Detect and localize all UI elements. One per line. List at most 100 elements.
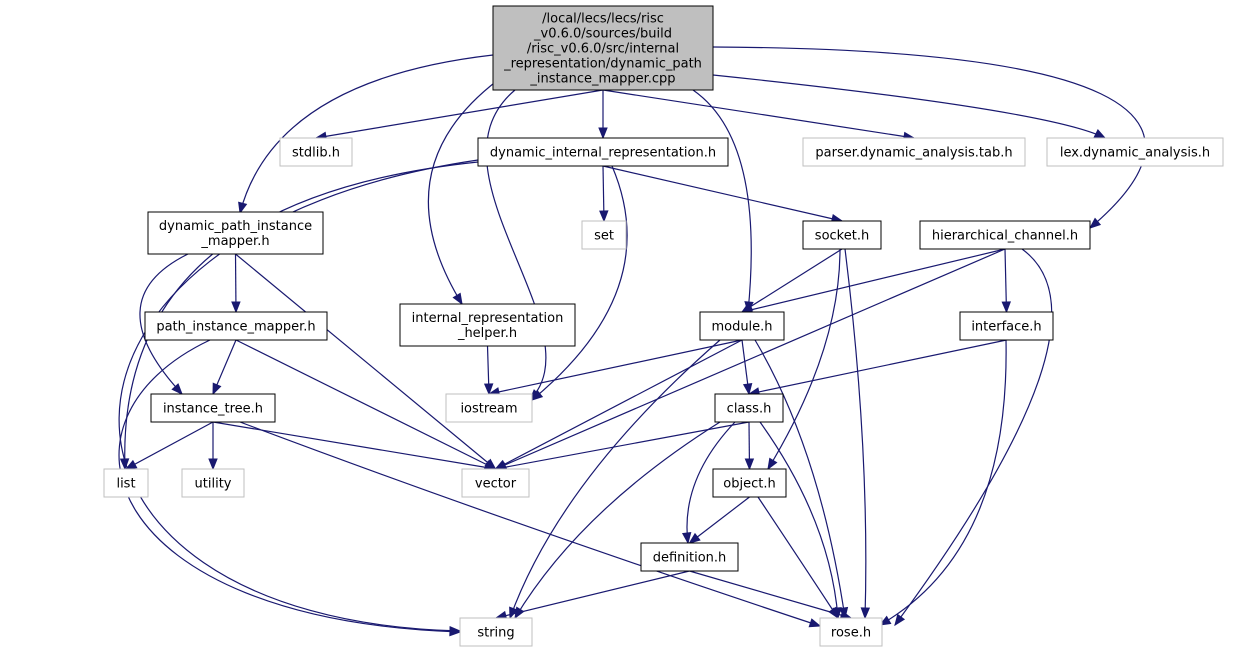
node-box <box>150 393 276 423</box>
edge-dynamic_internal_representation-to-socket <box>602 165 844 224</box>
edge-class-to-vector <box>494 421 750 472</box>
node-parser: parser.dynamic_analysis.tab.h <box>802 137 1026 167</box>
node-label: instance_tree.h <box>163 402 263 417</box>
node-box <box>802 220 882 250</box>
node-label: _v0.6.0/sources/build <box>533 27 672 42</box>
edge-instance_tree-to-rose <box>239 421 822 628</box>
node-box <box>477 137 729 167</box>
edge-interface-to-class <box>747 339 1007 397</box>
node-box <box>279 137 353 167</box>
node-label: interface.h <box>971 320 1041 335</box>
edge-dynamic_path_instance_mapper-to-path_instance_mapper <box>231 253 241 314</box>
node-dynamic-internal-representation[interactable]: dynamic_internal_representation.h <box>477 137 729 167</box>
node-box <box>1046 137 1224 167</box>
node-label: class.h <box>727 402 772 417</box>
edge-dynamic_path_instance_mapper-to-vector <box>235 253 497 470</box>
node-instance-tree[interactable]: instance_tree.h <box>150 393 276 423</box>
node-label: /risc_v0.6.0/src/internal <box>527 42 679 57</box>
node-label: lex.dynamic_analysis.h <box>1060 146 1210 161</box>
edge-hierarchical_channel-to-module <box>740 248 1006 315</box>
edge-root-to-internal_representation_helper <box>427 79 499 306</box>
node-box <box>492 5 714 91</box>
node-box <box>819 617 883 647</box>
edge-interface-to-rose <box>878 339 1007 626</box>
node-box <box>103 468 149 498</box>
node-label: object.h <box>723 477 775 492</box>
node-box <box>461 468 530 498</box>
node-label: _mapper.h <box>200 234 269 249</box>
edge-root-to-stdlib <box>314 89 604 141</box>
edge-socket-to-module <box>740 248 843 313</box>
node-dynamic-path-instance-mapper[interactable]: dynamic_path_instance_mapper.h <box>147 211 324 255</box>
node-rose: rose.h <box>819 617 883 647</box>
node-path-instance-mapper[interactable]: path_instance_mapper.h <box>144 311 328 341</box>
edge-path_instance_mapper-to-instance_tree <box>212 339 237 396</box>
edge-instance_tree-to-utility <box>208 422 218 471</box>
edge-root-to-parser <box>602 89 916 142</box>
node-label: path_instance_mapper.h <box>156 320 315 335</box>
node-box <box>144 311 328 341</box>
node-label: vector <box>475 477 517 492</box>
node-label: _helper.h <box>457 326 517 341</box>
node-set: set <box>581 220 627 250</box>
node-label: /local/lecs/lecs/risc <box>542 12 664 27</box>
node-box <box>959 311 1054 341</box>
node-internal-representation-helper[interactable]: internal_representation_helper.h <box>399 303 576 347</box>
nodes-layer: /local/lecs/lecs/risc_v0.6.0/sources/bui… <box>103 5 1224 647</box>
node-class[interactable]: class.h <box>714 393 784 423</box>
node-hierarchical-channel[interactable]: hierarchical_channel.h <box>919 220 1091 250</box>
edge-instance_tree-to-list <box>124 421 214 470</box>
node-label: internal_representation <box>412 311 564 326</box>
node-string: string <box>459 617 533 647</box>
edge-socket-to-rose <box>844 248 871 620</box>
node-label: definition.h <box>653 551 727 566</box>
edge-root-to-dynamic_internal_representation <box>598 90 608 140</box>
node-socket[interactable]: socket.h <box>802 220 882 250</box>
node-label: utility <box>195 477 232 492</box>
node-object[interactable]: object.h <box>712 468 787 498</box>
edge-root-to-iostream <box>485 89 547 401</box>
node-iostream: iostream <box>445 393 533 423</box>
node-box <box>919 220 1091 250</box>
node-box <box>445 393 533 423</box>
node-definition[interactable]: definition.h <box>640 542 739 572</box>
node-label: string <box>477 626 514 641</box>
edge-hierarchical_channel-to-interface <box>1001 248 1011 314</box>
node-interface[interactable]: interface.h <box>959 311 1054 341</box>
node-lex: lex.dynamic_analysis.h <box>1046 137 1224 167</box>
edge-class-to-object <box>744 421 755 471</box>
node-box <box>714 393 784 423</box>
edge-hierarchical_channel-to-rose <box>894 248 1053 627</box>
node-box <box>802 137 1026 167</box>
node-label: iostream <box>460 402 517 417</box>
node-label: rose.h <box>831 626 871 641</box>
node-root[interactable]: /local/lecs/lecs/risc_v0.6.0/sources/bui… <box>492 5 714 91</box>
node-label: list <box>116 477 135 492</box>
node-box <box>459 617 533 647</box>
node-box <box>640 542 739 572</box>
edge-socket-to-object <box>767 248 841 471</box>
node-label: hierarchical_channel.h <box>932 229 1078 244</box>
edge-root-to-lex <box>712 74 1107 139</box>
node-module[interactable]: module.h <box>699 311 785 341</box>
node-label: parser.dynamic_analysis.tab.h <box>815 146 1012 161</box>
edges-layer <box>118 46 1146 637</box>
node-stdlib: stdlib.h <box>279 137 353 167</box>
edge-dynamic_path_instance_mapper-to-instance_tree <box>139 253 189 395</box>
node-label: socket.h <box>815 229 869 244</box>
edge-root-to-module <box>692 89 754 314</box>
node-box <box>181 468 245 498</box>
node-box <box>699 311 785 341</box>
node-label: set <box>594 229 614 244</box>
node-vector: vector <box>461 468 530 498</box>
node-box <box>147 211 324 255</box>
edge-class-to-definition <box>681 421 736 545</box>
edge-object-to-definition <box>688 496 750 544</box>
node-label: dynamic_path_instance <box>159 219 312 234</box>
edge-object-to-rose <box>757 496 839 620</box>
edge-root-to-dynamic_path_instance_mapper <box>238 54 494 215</box>
node-box <box>712 468 787 498</box>
node-box <box>581 220 627 250</box>
edge-definition-to-rose <box>689 570 853 620</box>
